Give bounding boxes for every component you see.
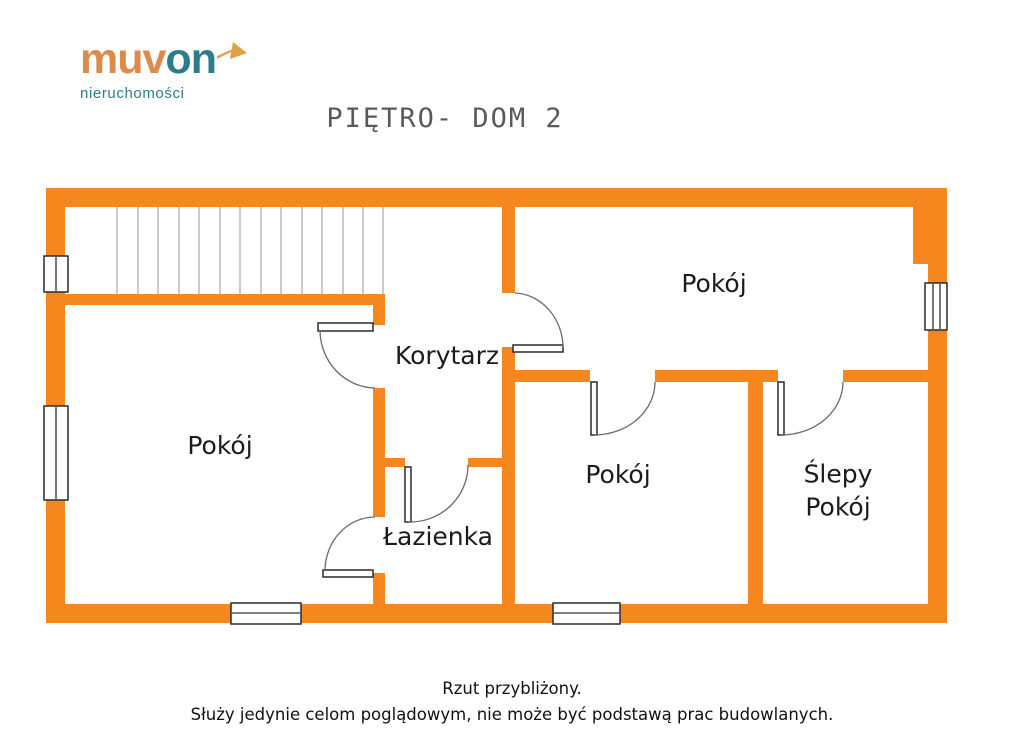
room-label-lazienka: Łazienka	[382, 521, 494, 551]
room-label-slepy-pokoj: Ślepy Pokój	[803, 459, 873, 522]
door	[404, 464, 469, 523]
window	[230, 602, 302, 625]
doors	[317, 292, 844, 578]
room-label-pokoj-middle: Pokój	[585, 459, 651, 489]
plan-title: PIĘTRO- DOM 2	[326, 103, 564, 134]
window	[552, 602, 621, 625]
outer-walls	[46, 188, 947, 623]
door	[322, 516, 376, 578]
logo-text-muv: muv	[80, 35, 166, 83]
corner-pier	[913, 207, 928, 264]
inner-walls	[46, 207, 928, 604]
room-label-pokoj-left: Pokój	[187, 430, 253, 460]
window	[43, 405, 69, 501]
logo: muvon nieruchomości	[80, 35, 247, 102]
outer-wall-top	[46, 188, 947, 207]
logo-tagline: nieruchomości	[80, 85, 185, 102]
disclaimer-line2: Służy jedynie celom poglądowym, nie może…	[190, 705, 834, 725]
disclaimer-line1: Rzut przybliżony.	[442, 679, 582, 698]
window	[43, 255, 69, 293]
room-label-korytarz: Korytarz	[394, 340, 500, 370]
logo-wordmark: muvon	[80, 35, 217, 83]
door	[512, 292, 564, 353]
windows	[43, 255, 948, 625]
door	[777, 381, 844, 436]
stairs	[116, 207, 384, 294]
window	[924, 282, 948, 331]
logo-arrow-icon	[217, 42, 247, 59]
disclaimer: Rzut przybliżony. Służy jedynie celom po…	[0, 676, 1024, 729]
door	[317, 322, 376, 389]
door	[590, 381, 656, 436]
logo-text-on: on	[165, 35, 217, 83]
room-label-pokoj-top: Pokój	[681, 268, 747, 298]
outer-wall-bottom	[46, 604, 947, 623]
outer-wall-right	[928, 188, 947, 623]
